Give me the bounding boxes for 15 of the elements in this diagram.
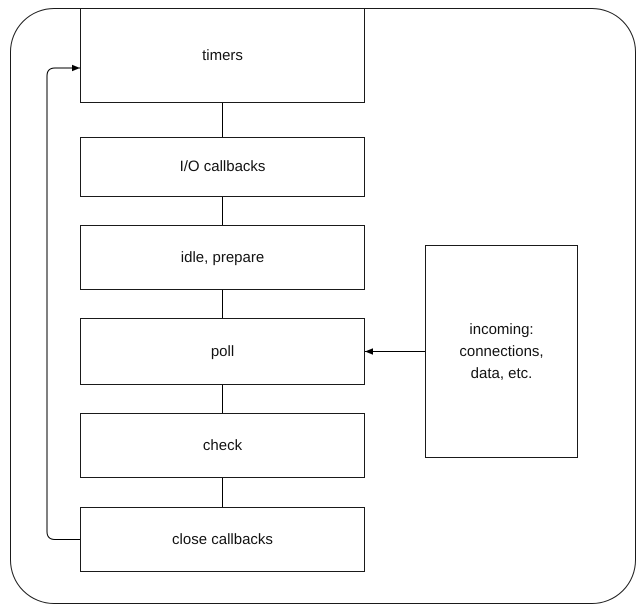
- phase-box: check: [80, 413, 365, 478]
- connector-line: [222, 478, 223, 508]
- arrow: [364, 348, 426, 355]
- arrow: [46, 64, 80, 540]
- connector-line: [222, 384, 223, 414]
- loop-frame: [10, 8, 636, 604]
- phase-box: timers: [80, 8, 365, 103]
- phase-box: I/O callbacks: [80, 137, 365, 197]
- connector-line: [222, 102, 223, 138]
- phase-box: close callbacks: [80, 507, 365, 572]
- connector-line: [222, 290, 223, 318]
- connector-line: [222, 196, 223, 226]
- phase-box: incoming: connections, data, etc.: [425, 245, 578, 458]
- phase-box: idle, prepare: [80, 225, 365, 290]
- phase-box: poll: [80, 318, 365, 385]
